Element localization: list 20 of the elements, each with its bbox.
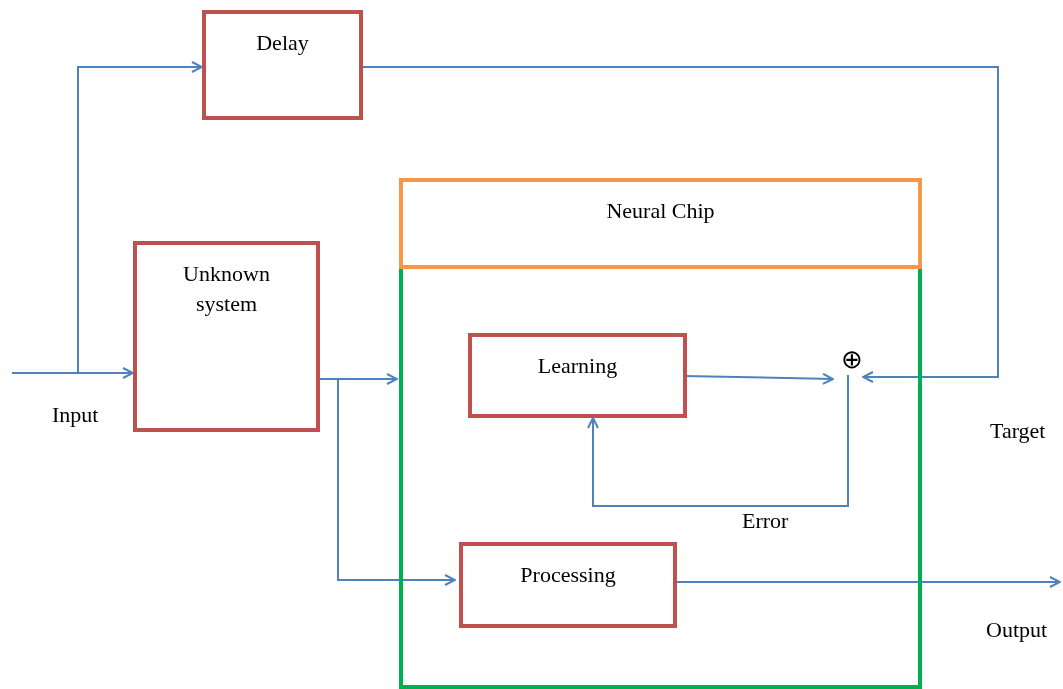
- signal-label: Output: [986, 617, 1048, 643]
- process-box: [459, 542, 677, 628]
- arrow: [362, 66, 999, 383]
- signal-label: Target: [990, 418, 1046, 444]
- sum-symbol: ⊕: [840, 344, 864, 377]
- arrow: [77, 61, 203, 374]
- arrow: [11, 367, 134, 379]
- arrow: [319, 378, 456, 586]
- chip-header-box: [399, 178, 922, 269]
- box-label: Processing: [519, 561, 617, 589]
- box-label: Neural Chip: [605, 197, 716, 225]
- signal-label: Input: [52, 402, 99, 428]
- chip-body-panel: [399, 269, 922, 689]
- process-box: [202, 10, 363, 120]
- box-label: Learning: [536, 352, 619, 380]
- box-label: Delay: [255, 29, 310, 57]
- process-box: [468, 333, 687, 418]
- arrow: [587, 374, 849, 507]
- box-label: Unknown system: [182, 260, 271, 318]
- process-box: [133, 241, 320, 432]
